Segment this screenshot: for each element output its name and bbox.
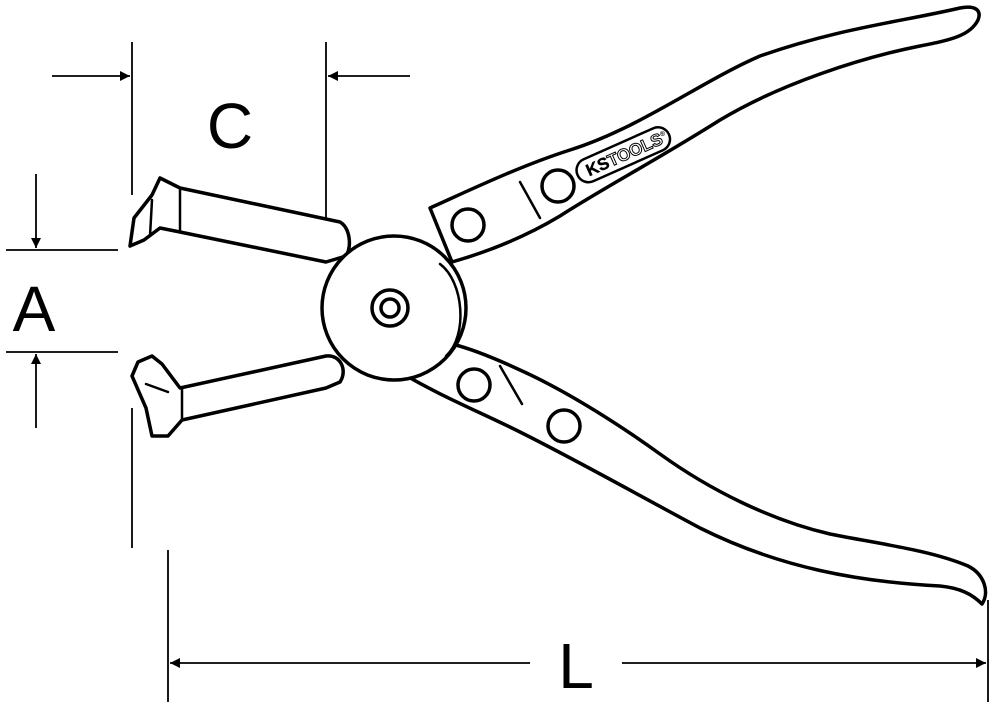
pliers: KSTOOLS® [128,5,988,606]
dimension-a-label: A [13,273,56,345]
dimension-c: C [52,42,410,230]
pivot-hub-shoulder [438,262,462,358]
pivot-rivet-inner [379,297,401,319]
brand-logo-badge [575,126,672,184]
lower-handle-rivet-1 [456,367,492,403]
brand-logo: KSTOOLS® [575,126,672,184]
lower-jaw [130,354,345,438]
lower-handle [398,342,988,606]
dimension-c-label: C [207,90,253,162]
dimension-a: A [6,174,118,428]
lower-jaw-hook [144,382,170,394]
brand-logo-registered: ® [659,129,668,139]
dimension-l: L [131,408,989,702]
dimension-l-label: L [558,630,594,702]
lower-handle-grip-edge [498,364,524,406]
upper-jaw [128,176,352,264]
upper-handle-rivet-2 [540,168,576,204]
upper-handle-grip-edge [518,180,542,220]
lower-handle-rivet-2 [546,408,582,444]
upper-handle [428,5,981,264]
upper-handle-rivet-1 [450,207,486,243]
upper-jaw-hook [148,198,154,238]
